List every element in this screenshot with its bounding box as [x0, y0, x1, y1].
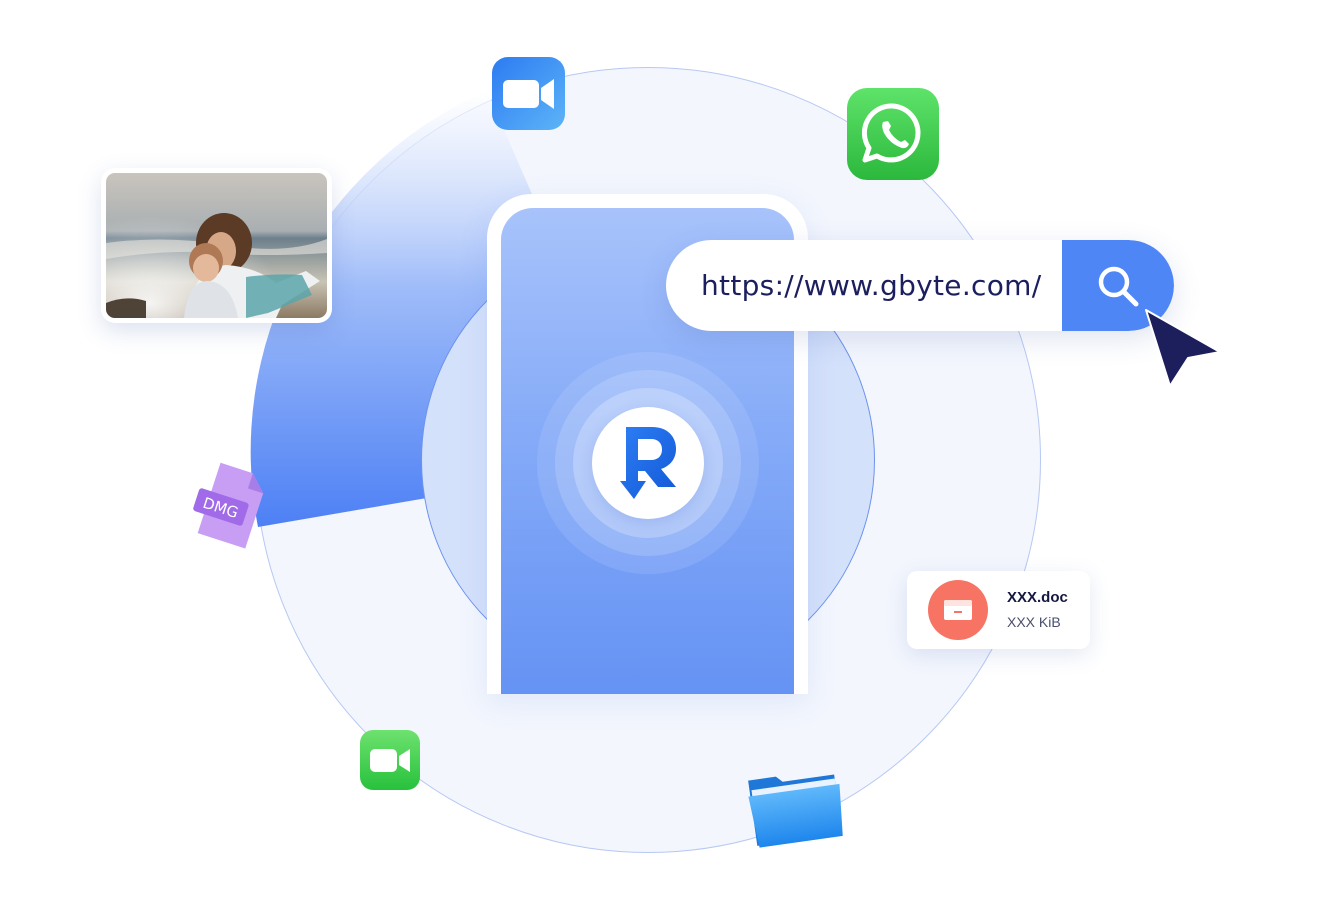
beach-photo — [106, 173, 327, 318]
facetime-icon[interactable] — [360, 730, 420, 790]
file-card[interactable]: XXX.doc XXX KiB — [907, 571, 1090, 649]
url-search-bar[interactable]: https://www.gbyte.com/ — [666, 240, 1174, 331]
file-name: XXX.doc — [1007, 589, 1068, 606]
zoom-icon[interactable] — [492, 57, 565, 130]
app-logo[interactable] — [592, 407, 704, 519]
url-input[interactable]: https://www.gbyte.com/ — [701, 269, 1042, 302]
folder-icon — [928, 580, 988, 640]
phone-frame — [487, 194, 808, 694]
search-icon — [1098, 266, 1139, 306]
files-folder-icon[interactable] — [744, 760, 850, 850]
whatsapp-icon[interactable] — [847, 88, 939, 180]
photo-thumbnail[interactable] — [101, 168, 332, 323]
file-size: XXX KiB — [1007, 614, 1061, 630]
r-logo-icon — [620, 427, 676, 499]
mouse-cursor-icon — [1145, 309, 1221, 387]
dmg-file-icon[interactable]: DMG — [186, 458, 276, 553]
phone-bottom-mask — [421, 660, 875, 720]
search-button[interactable] — [1062, 240, 1174, 331]
